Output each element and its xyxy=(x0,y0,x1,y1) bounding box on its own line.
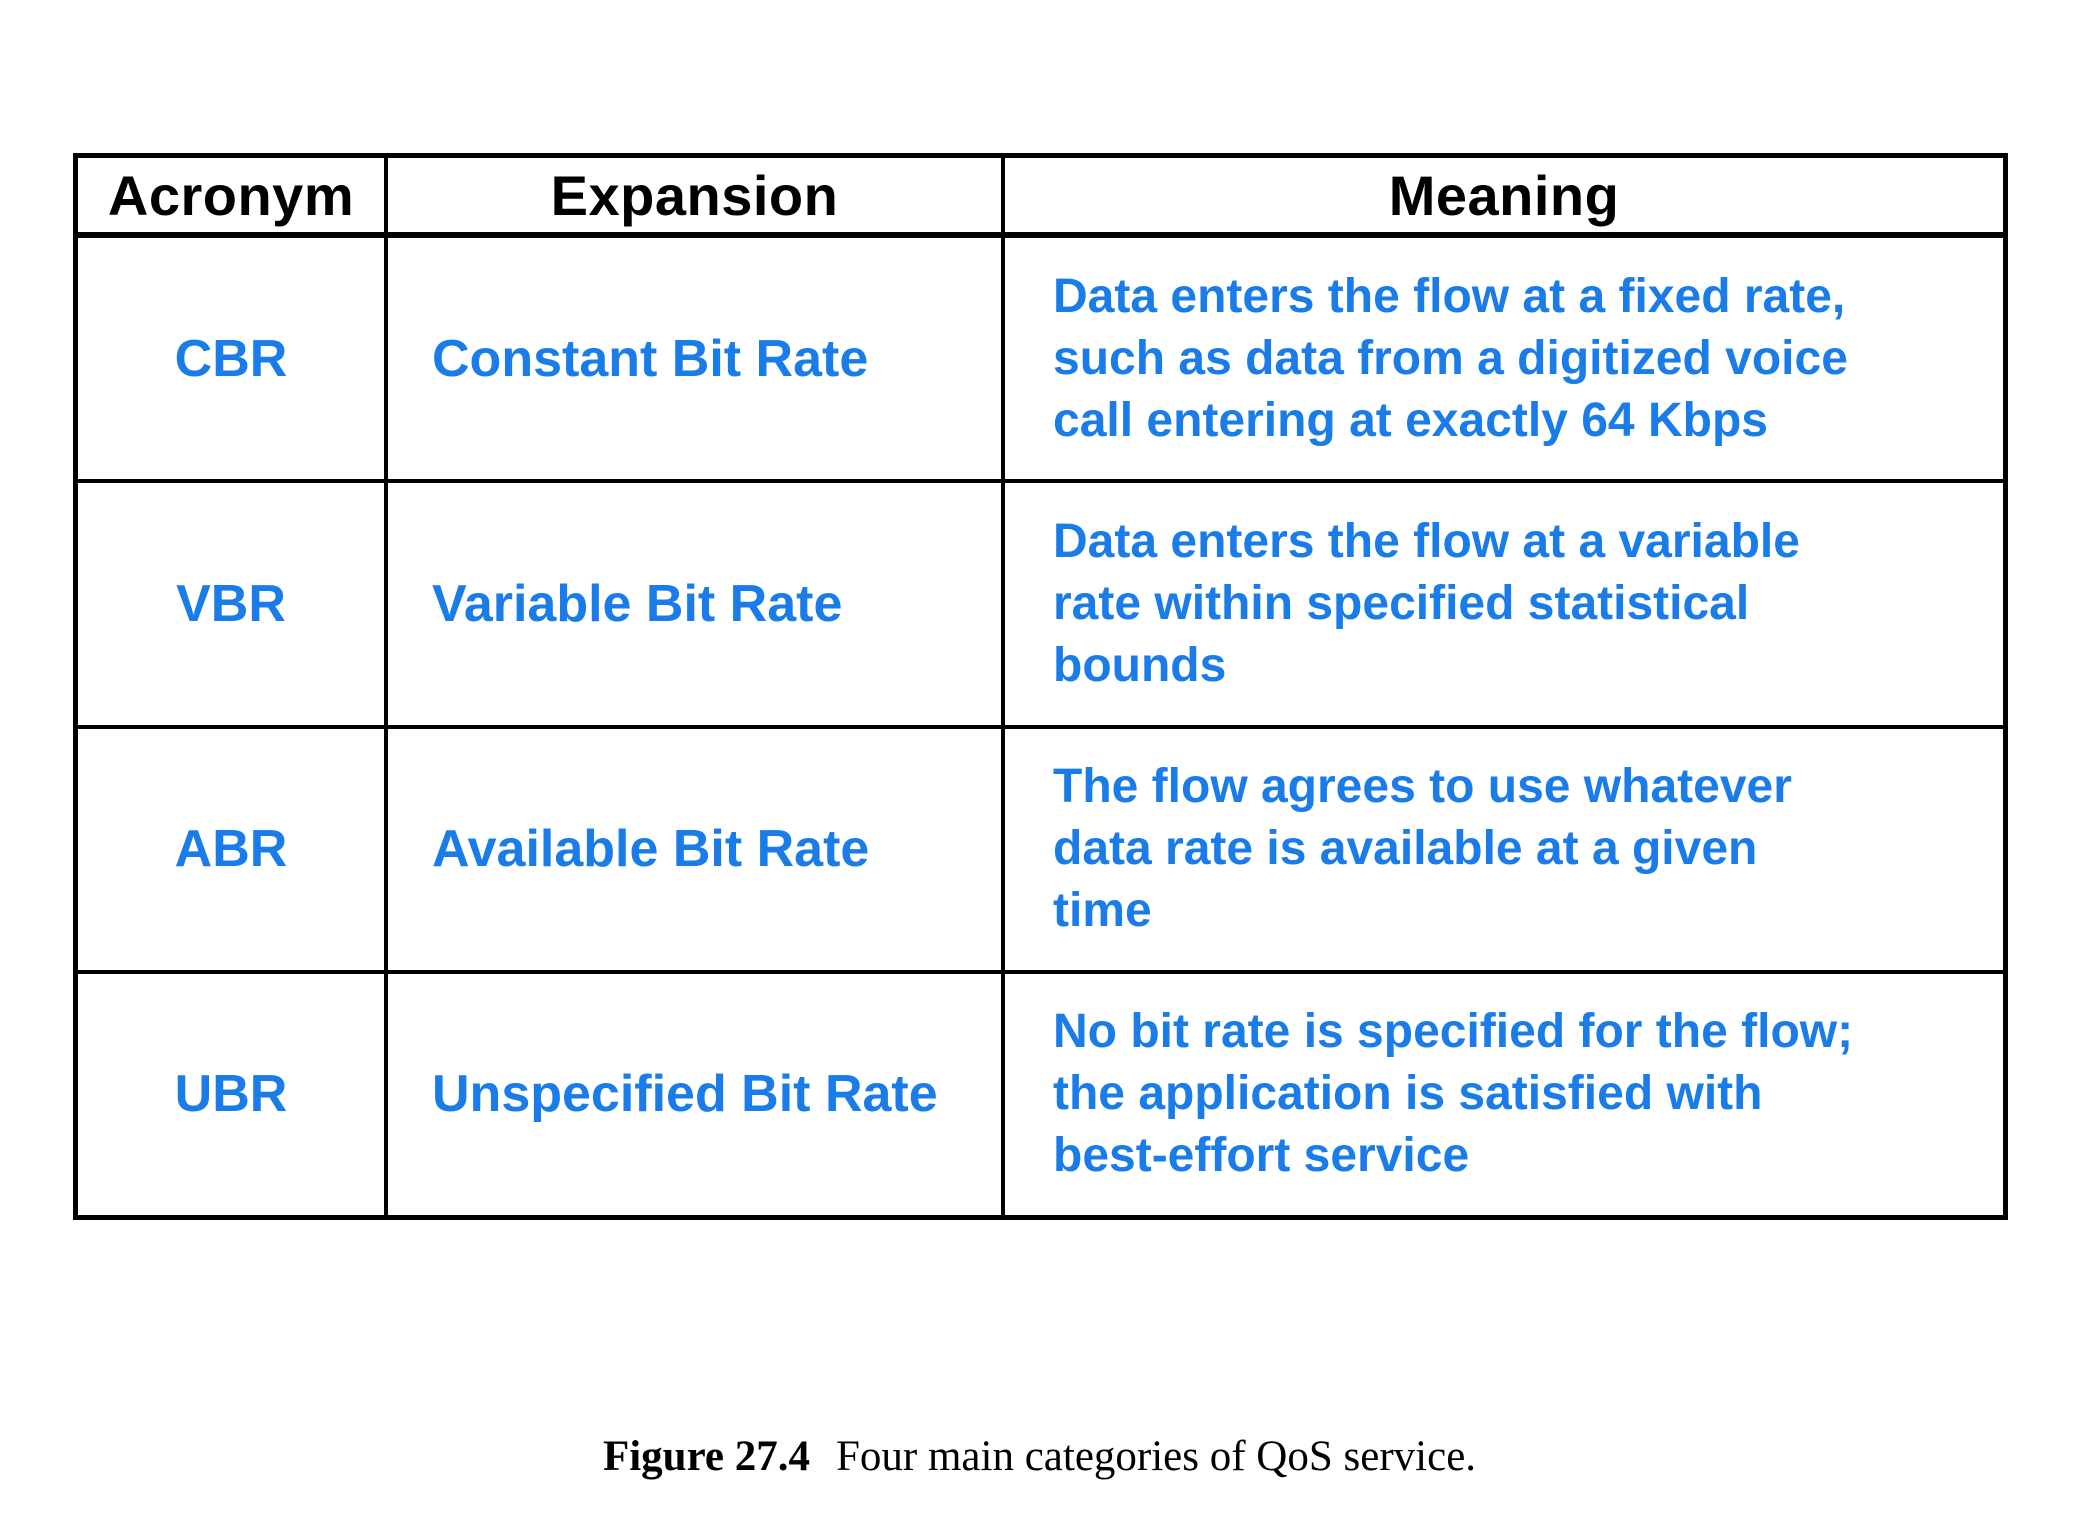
meaning-line: Data enters the flow at a fixed rate, xyxy=(1053,269,1846,323)
qos-categories-table: Acronym Expansion Meaning CBR Constant B… xyxy=(73,153,2008,1220)
acronym-cell: VBR xyxy=(78,483,388,725)
expansion-cell: Constant Bit Rate xyxy=(388,238,1005,480)
acronym-value: VBR xyxy=(176,574,286,633)
meaning-line: No bit rate is specified for the flow; xyxy=(1053,1005,1854,1059)
meaning-cell: Data enters the flow at a fixed rate, su… xyxy=(1005,238,2003,479)
meaning-cell: No bit rate is specified for the flow; t… xyxy=(1005,974,2003,1215)
figure-caption: Figure 27.4 Four main categories of QoS s… xyxy=(0,1432,2079,1481)
meaning-cell: Data enters the flow at a variable rate … xyxy=(1005,483,2003,724)
table-row-ubr: UBR Unspecified Bit Rate No bit rate is … xyxy=(78,969,2003,1215)
column-header-meaning: Meaning xyxy=(1388,163,1620,227)
meaning-line: data rate is available at a given xyxy=(1053,822,1758,876)
acronym-value: UBR xyxy=(174,1065,288,1124)
acronym-cell: UBR xyxy=(78,973,388,1215)
table-row-abr: ABR Available Bit Rate The flow agrees t… xyxy=(78,724,2003,970)
meaning-line: bounds xyxy=(1053,638,1227,692)
expansion-cell: Unspecified Bit Rate xyxy=(388,973,1005,1215)
meaning-line: call entering at exactly 64 Kbps xyxy=(1053,393,1768,447)
expansion-cell: Variable Bit Rate xyxy=(388,483,1005,725)
acronym-value: CBR xyxy=(174,329,288,388)
table-row-vbr: VBR Variable Bit Rate Data enters the fl… xyxy=(78,479,2003,725)
figure-caption-label: Figure 27.4 xyxy=(602,1433,810,1480)
expansion-cell: Available Bit Rate xyxy=(388,728,1005,970)
meaning-line: time xyxy=(1053,884,1152,938)
column-header-expansion: Expansion xyxy=(388,158,1005,232)
acronym-cell: CBR xyxy=(78,238,388,480)
table-header-row: Acronym Expansion Meaning xyxy=(78,158,2003,238)
acronym-value: ABR xyxy=(174,820,288,879)
column-header-acronym: Acronym xyxy=(78,158,388,232)
meaning-cell: The flow agrees to use whatever data rat… xyxy=(1005,729,2003,970)
expansion-value: Constant Bit Rate xyxy=(432,329,869,388)
meaning-line: rate within specified statistical xyxy=(1053,576,1750,630)
expansion-value: Variable Bit Rate xyxy=(432,574,843,633)
table-row-cbr: CBR Constant Bit Rate Data enters the fl… xyxy=(78,238,2003,480)
meaning-line: the application is satisfied with xyxy=(1053,1067,1763,1121)
expansion-value: Unspecified Bit Rate xyxy=(432,1065,938,1124)
acronym-cell: ABR xyxy=(78,728,388,970)
figure-caption-text: Four main categories of QoS service. xyxy=(835,1433,1477,1480)
meaning-line: The flow agrees to use whatever xyxy=(1053,760,1792,814)
meaning-line: such as data from a digitized voice xyxy=(1053,331,1848,385)
meaning-line: best-effort service xyxy=(1053,1129,1470,1183)
meaning-line: Data enters the flow at a variable xyxy=(1053,514,1800,568)
expansion-value: Available Bit Rate xyxy=(432,820,870,879)
